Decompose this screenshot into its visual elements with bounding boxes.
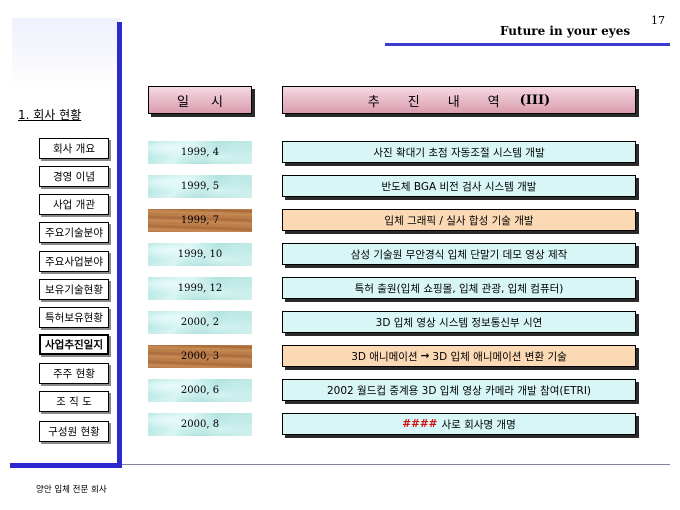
menu-item-management-philosophy[interactable]: 경영 이념 <box>39 166 109 187</box>
content-cell: 반도체 BGA 비전 검사 시스템 개발 <box>282 175 636 197</box>
date-cell: 2000, 8 <box>148 413 252 436</box>
menu-item-main-tech-fields[interactable]: 주요기술분야 <box>39 222 109 243</box>
date-cell: 2000, 3 <box>148 345 252 368</box>
content-column-header: 추진내역 (III) <box>282 86 636 114</box>
date-cell: 1999, 12 <box>148 277 252 300</box>
content-cell: 2002 월드컵 중계용 3D 입체 영상 카메라 개발 참여(ETRI) <box>282 379 636 401</box>
left-bottom-border <box>10 463 122 468</box>
content-cell: 3D 입체 영상 시스템 정보통신부 시연 <box>282 311 636 333</box>
date-column-header: 일시 <box>148 86 252 114</box>
content-header-label: 추진내역 <box>367 94 528 110</box>
date-cell: 2000, 6 <box>148 379 252 402</box>
menu-item-business-timeline[interactable]: 사업추진일지 <box>39 334 109 355</box>
content-cell: 삼성 기술원 무안경식 입체 단말기 데모 영상 제작 <box>282 243 636 265</box>
menu-item-staff[interactable]: 구성원 현황 <box>39 421 109 442</box>
bottom-divider <box>122 464 670 465</box>
date-cell: 1999, 5 <box>148 175 252 198</box>
content-cell: #### 사로 회사명 개명 <box>282 413 636 435</box>
menu-item-company-overview[interactable]: 회사 개요 <box>39 138 109 159</box>
header-title: Future in your eyes <box>500 24 631 38</box>
date-cell: 1999, 4 <box>148 141 252 164</box>
date-cell: 1999, 10 <box>148 243 252 266</box>
menu-item-owned-tech[interactable]: 보유기술현황 <box>39 279 109 300</box>
content-part-a: 3D 애니메이션 <box>351 350 418 363</box>
footer-text: 양안 입체 전문 회사 <box>36 485 107 495</box>
content-header-suffix: (III) <box>519 92 551 108</box>
content-cell: 3D 애니메이션 → 3D 입체 애니메이션 변환 기술 <box>282 345 636 367</box>
header-underline <box>385 43 670 46</box>
content-part-b: 3D 입체 애니메이션 변환 기술 <box>432 350 567 363</box>
content-cell: 특허 출원(입체 쇼핑몰, 입체 관광, 입체 컴퓨터) <box>282 277 636 299</box>
left-panel-gradient <box>12 18 120 88</box>
content-text: 사로 회사명 개명 <box>441 418 516 431</box>
menu-item-business-overview[interactable]: 사업 개관 <box>39 194 109 215</box>
menu-item-org-chart[interactable]: 조 직 도 <box>39 391 109 412</box>
page-number: 17 <box>651 14 665 27</box>
content-cell: 사진 확대기 초점 자동조절 시스템 개발 <box>282 141 636 163</box>
menu-item-patents[interactable]: 특허보유현황 <box>39 307 109 328</box>
content-cell: 입체 그래픽 / 실사 합성 기술 개발 <box>282 209 636 231</box>
date-cell: 1999, 7 <box>148 209 252 232</box>
redacted-name: #### <box>402 418 438 430</box>
section-title: 1. 회사 현황 <box>18 108 82 122</box>
left-panel-border <box>117 22 122 468</box>
menu-item-main-business-fields[interactable]: 주요사업분야 <box>39 251 109 272</box>
menu-item-shareholders[interactable]: 주주 현황 <box>39 363 109 384</box>
right-arrow-icon: → <box>420 350 430 362</box>
date-cell: 2000, 2 <box>148 311 252 334</box>
